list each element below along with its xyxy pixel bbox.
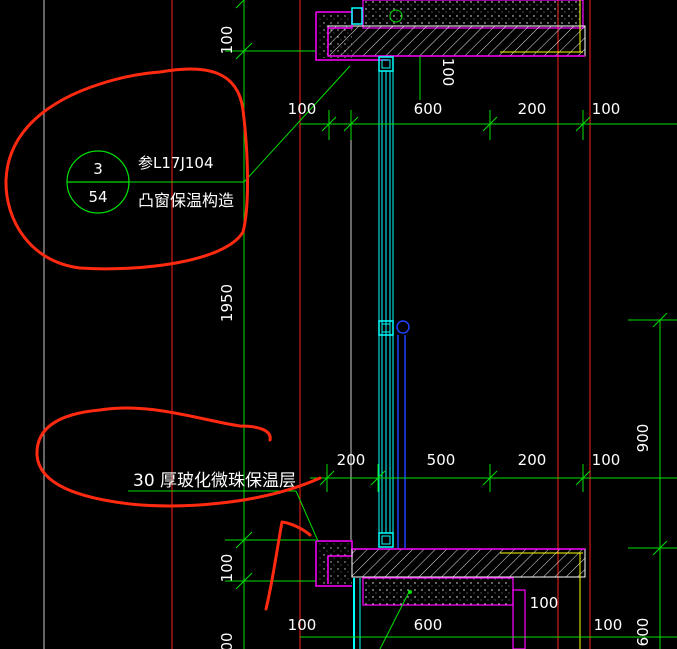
insulation-note: 30 厚玻化微珠保温层 [128,471,319,542]
dim-upper-2: 600 [414,100,443,118]
top-slab [315,0,586,61]
markup-circle-callout [4,67,249,271]
dimension-texts: 100 1950 100 00 100 100 600 200 100 200 … [218,26,652,649]
dim-right-900: 900 [634,424,652,453]
sheet-number: 54 [88,188,107,206]
dim-left-bottom: 100 [218,554,236,583]
insulation-leader-line [295,490,319,542]
dim-lower-4: 100 [594,616,623,634]
dim-left-cut: 00 [218,632,236,649]
dim-upper-1: 100 [288,100,317,118]
detail-number: 3 [93,160,103,178]
dim-middle-2: 500 [427,451,456,469]
dim-middle-1: 200 [337,451,366,469]
dim-lower-3: 100 [530,594,559,612]
reference-standard-text: 参L17J104 [138,154,214,172]
markup-circle-note [35,406,322,508]
dim-left-top: 100 [218,26,236,55]
dim-lower-1: 100 [288,616,317,634]
detail-callout: 3 54 参L17J104 凸窗保温构造 [66,65,351,214]
dim-middle-3: 200 [518,451,547,469]
window-frame [378,56,410,548]
dim-frame-top: 100 [439,58,457,87]
dim-left-middle: 1950 [218,284,236,322]
dim-upper-4: 100 [592,100,621,118]
dim-lower-2: 600 [414,616,443,634]
markup-arrow-stroke [264,520,312,611]
red-markup [4,67,322,611]
insulation-note-text: 30 厚玻化微珠保温层 [133,471,296,491]
dim-right-600: 600 [634,618,652,647]
bottom-slab [315,540,586,649]
callout-leader-line [243,65,351,183]
dim-upper-3: 200 [518,100,547,118]
detail-title-text: 凸窗保温构造 [138,191,234,210]
dim-middle-4: 100 [592,451,621,469]
